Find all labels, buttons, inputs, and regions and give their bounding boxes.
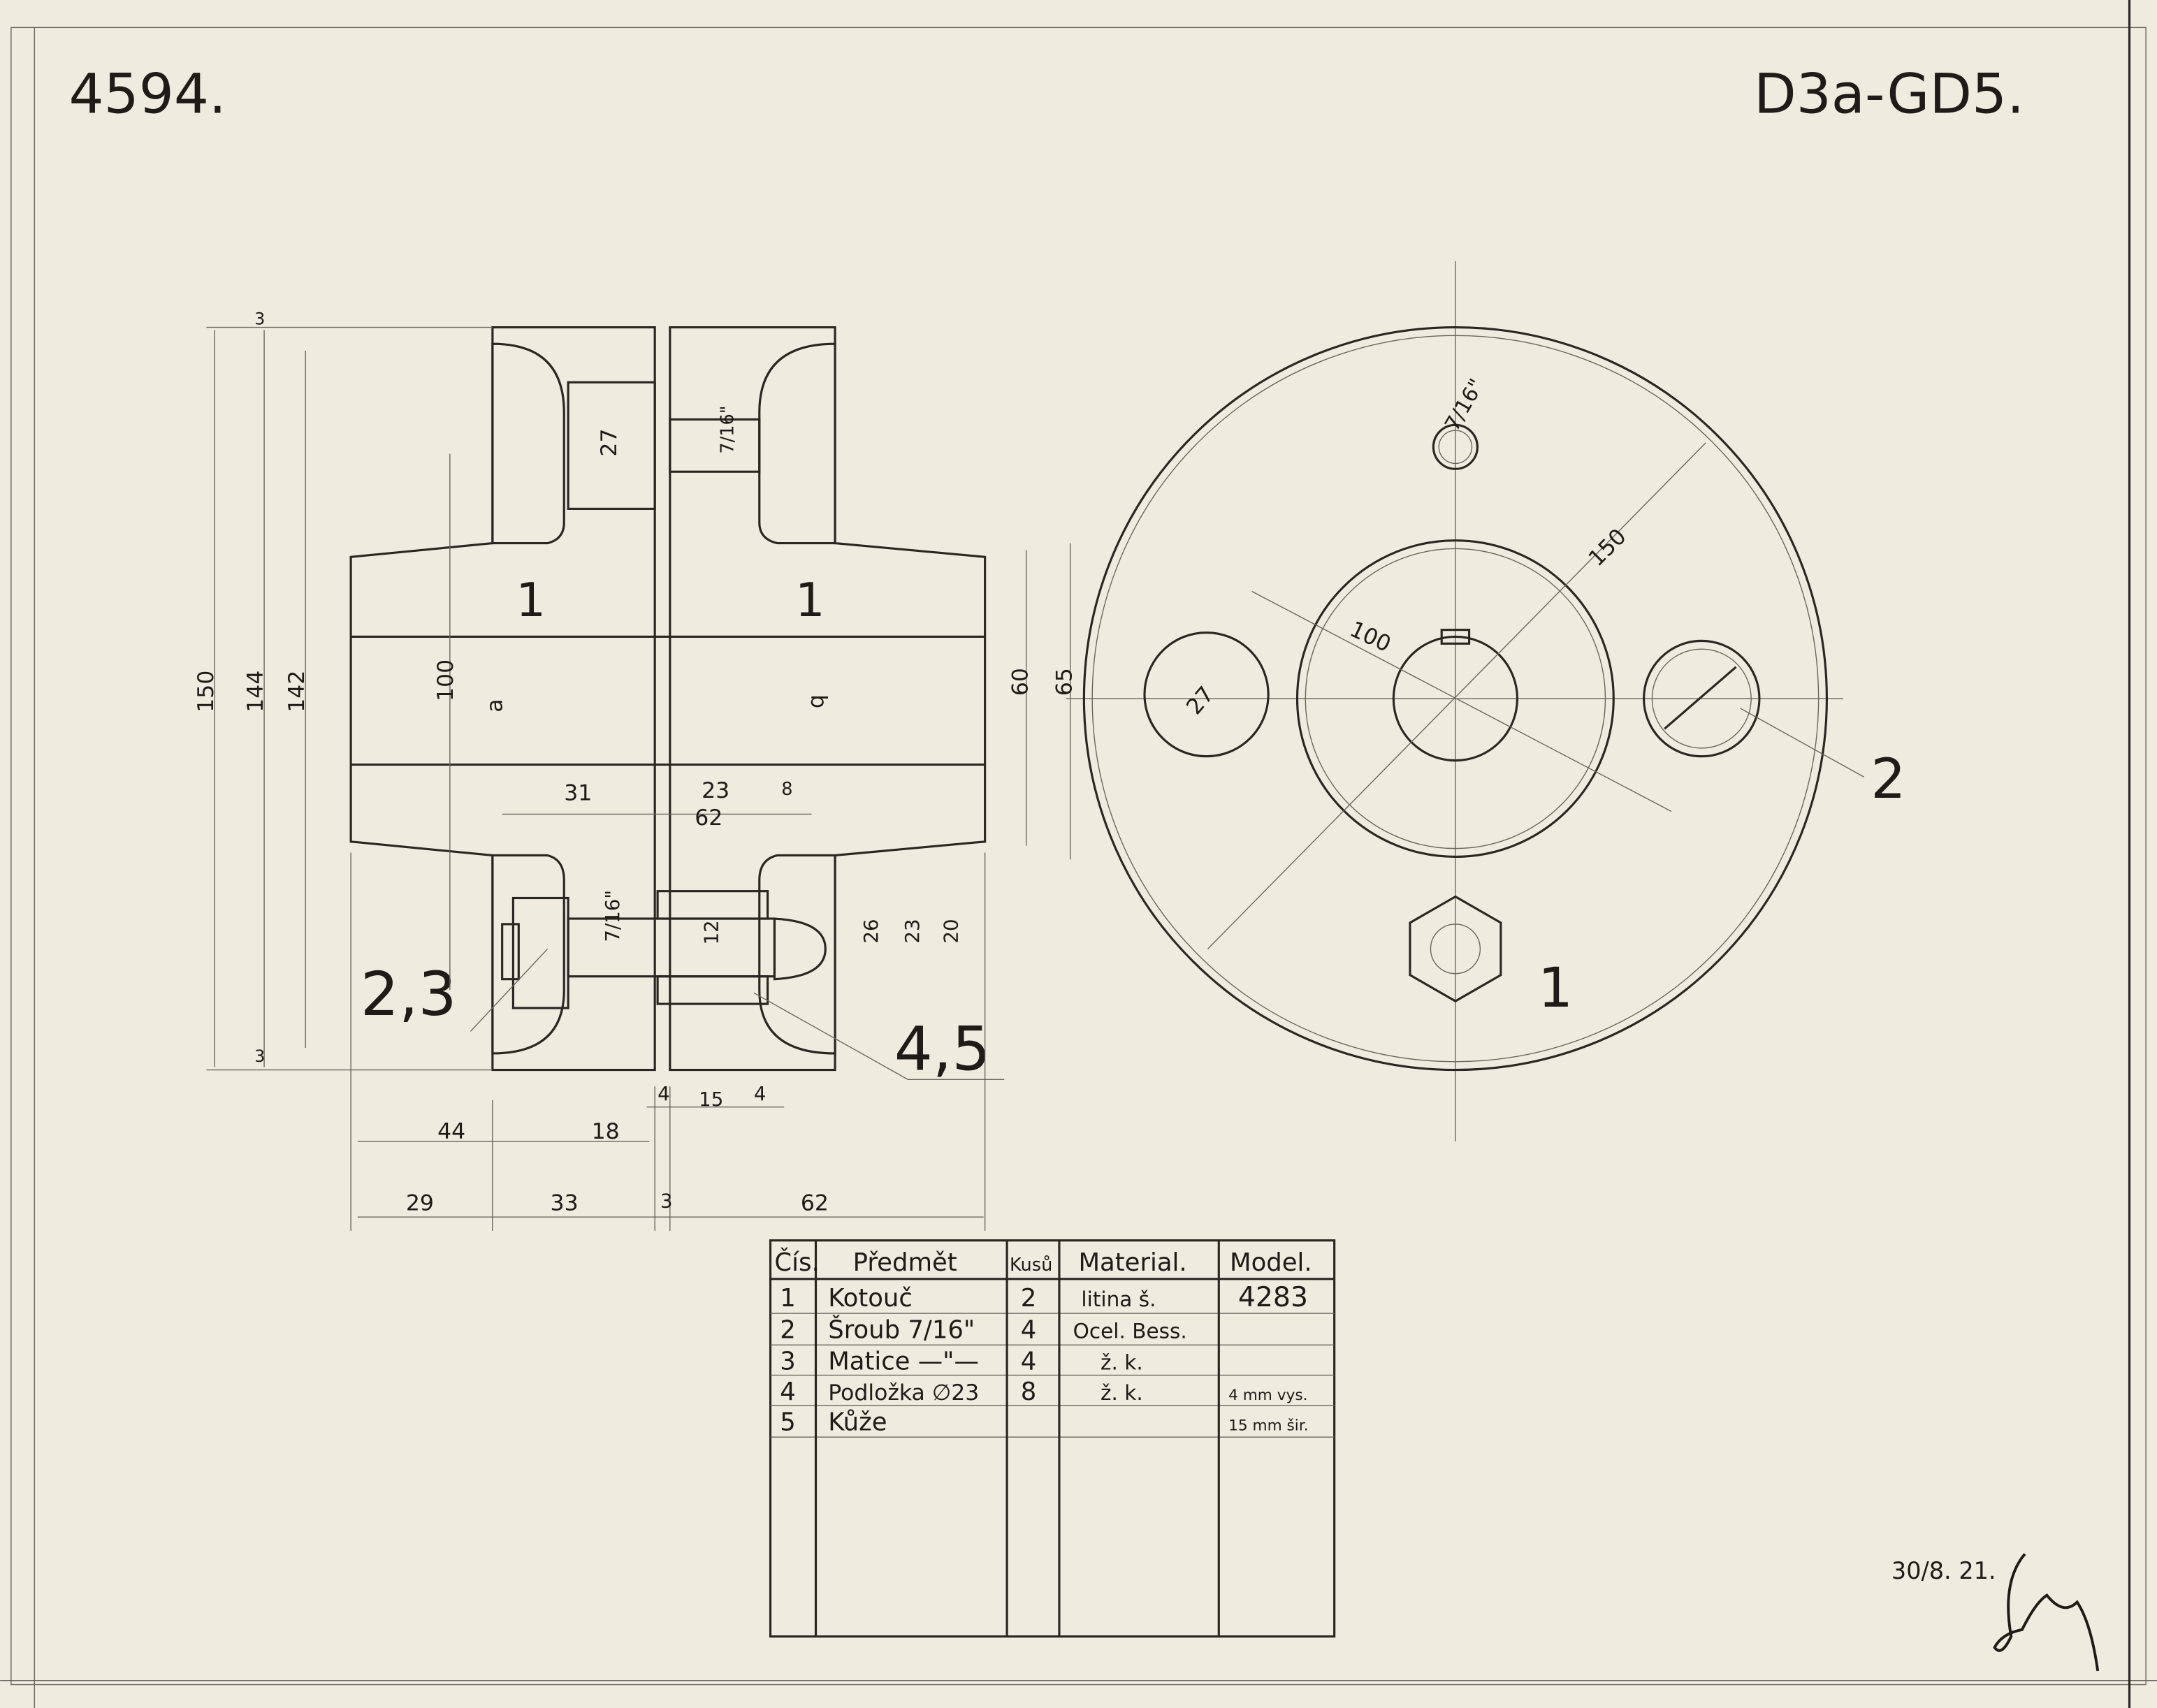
- table-header: Čís.: [774, 1248, 819, 1277]
- table-header: Předmět: [853, 1248, 957, 1277]
- bore-label: a: [483, 699, 508, 712]
- cell: 1: [780, 1284, 796, 1313]
- dim-text: 27: [597, 428, 622, 456]
- cell: 5: [780, 1408, 796, 1436]
- dim-text: 26: [860, 919, 883, 943]
- dim-text: 4: [754, 1083, 767, 1105]
- dim-text: 65: [1052, 668, 1077, 696]
- table-header: Kusů: [1010, 1255, 1052, 1276]
- table-row: 1 Kotouč 2 litina š. 4283: [780, 1281, 1308, 1313]
- nut: [1409, 895, 1502, 1002]
- dim-text: 3: [660, 1190, 673, 1212]
- part-label: 1: [795, 573, 825, 627]
- dim-text: 100: [1346, 617, 1395, 657]
- part-label: 1: [516, 573, 546, 627]
- cell: Kotouč: [828, 1284, 913, 1313]
- drawing-number: 4594.: [69, 61, 226, 126]
- table-row: 3 Matice —"— 4 ž. k.: [780, 1348, 1142, 1376]
- cell: 4: [1021, 1348, 1037, 1376]
- cell: 15 mm šir.: [1228, 1417, 1309, 1434]
- dim-text: 150: [194, 671, 219, 713]
- table-row: 5 Kůže 15 mm šir.: [780, 1408, 1308, 1436]
- dim-text: 31: [564, 781, 592, 806]
- dim-text: 12: [701, 920, 723, 944]
- dim-text: 8: [781, 779, 792, 800]
- dim-text: 7/16": [717, 405, 738, 453]
- dim-text: 3: [254, 309, 265, 329]
- cell: Kůže: [828, 1408, 887, 1436]
- bolt-hole-right: [669, 418, 761, 473]
- cell: Ocel. Bess.: [1073, 1319, 1187, 1343]
- dim-text: 150: [1584, 524, 1632, 571]
- part-label: 2,3: [361, 960, 457, 1030]
- table-header: Material.: [1079, 1248, 1187, 1277]
- dim-text: 33: [551, 1190, 579, 1216]
- drawing-code: D3a-GD5.: [1754, 61, 2024, 126]
- dim-text: 44: [437, 1119, 465, 1144]
- cell: Matice —"—: [828, 1348, 979, 1376]
- parts-table: Čís. Předmět Kusů Material. Model. 1 Kot…: [769, 1239, 1336, 1638]
- date: 30/8. 21.: [1891, 1557, 1996, 1584]
- screw-head: [1643, 639, 1761, 758]
- dim-text: 23: [702, 778, 729, 803]
- cell: 2: [780, 1315, 796, 1344]
- cell: ž. k.: [1101, 1381, 1143, 1405]
- dim-text: 18: [592, 1119, 620, 1144]
- cell: Šroub 7/16": [828, 1315, 975, 1344]
- cell: ž. k.: [1101, 1351, 1143, 1375]
- cell: 4283: [1238, 1281, 1308, 1313]
- hole-left: [567, 381, 656, 510]
- dim-text: 4: [658, 1083, 670, 1105]
- dim-text: 27: [1182, 682, 1219, 720]
- table-row: 2 Šroub 7/16" 4 Ocel. Bess.: [780, 1315, 1186, 1344]
- dim-text: 144: [243, 671, 268, 713]
- cell: 2: [1021, 1284, 1037, 1313]
- signature: [1993, 1553, 2100, 1672]
- cell: litina š.: [1081, 1287, 1156, 1311]
- part-label: 4,5: [894, 1015, 991, 1085]
- table-header: Model.: [1230, 1248, 1312, 1277]
- dim-text: 62: [801, 1190, 829, 1216]
- cell: 8: [1021, 1378, 1037, 1406]
- front-view: 7/16" 150 100 27 2 1: [1066, 261, 1906, 1141]
- dim-text: 100: [433, 659, 458, 701]
- cell: Podložka ∅23: [828, 1380, 979, 1406]
- dim-text: 62: [695, 805, 722, 831]
- dim-text: 7/16": [1440, 374, 1488, 435]
- table-row: 4 Podložka ∅23 8 ž. k. 4 mm vys.: [780, 1378, 1307, 1406]
- bore-label: b: [806, 694, 831, 708]
- cell: 4 mm vys.: [1228, 1387, 1307, 1404]
- cell: 4: [1021, 1315, 1037, 1344]
- cell: 4: [780, 1378, 796, 1406]
- dim-text: 29: [406, 1190, 434, 1216]
- dim-text: 20: [940, 919, 962, 943]
- part-label: 1: [1538, 956, 1573, 1020]
- left-groove: [491, 342, 565, 1055]
- hole-27: [1143, 631, 1270, 758]
- dim-text: 7/16": [602, 890, 624, 942]
- section-view: 1 1 2,3 4,5 a b 3 150 144 142 3 27 7/16"…: [194, 309, 1077, 1231]
- part-label: 2: [1871, 747, 1905, 811]
- cell: 3: [780, 1348, 796, 1376]
- dim-text: 23: [901, 919, 924, 943]
- dim-text: 15: [699, 1088, 723, 1111]
- dim-text: 60: [1008, 668, 1033, 696]
- bolt-assembly: [501, 890, 827, 1009]
- dim-text: 142: [284, 671, 310, 713]
- dim-text: 3: [254, 1046, 265, 1066]
